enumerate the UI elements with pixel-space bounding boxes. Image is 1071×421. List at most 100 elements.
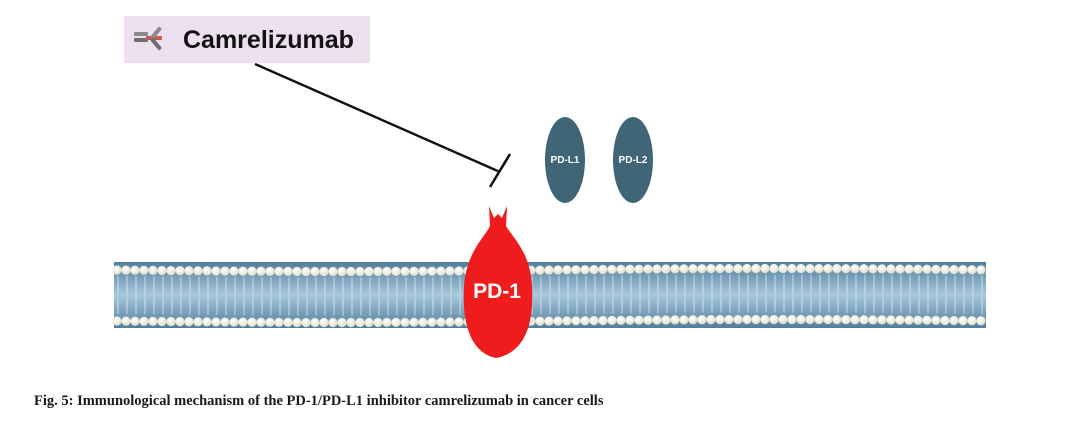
lipid-head [364,317,374,328]
lipid-head [688,315,698,325]
lipid-head [400,266,410,276]
lipid-head [832,264,842,274]
lipid-head [175,266,185,276]
lipid-head [913,315,923,325]
lipid-head [589,265,599,275]
lipid-head [427,266,437,276]
lipid-head [796,263,806,274]
lipid-head [760,263,770,274]
lipid-head [967,265,977,275]
lipid-head [733,263,743,274]
lipid-head [301,266,311,277]
lipid-head [652,315,662,325]
lipid-head [364,266,374,277]
lipid-head [877,264,887,274]
drug-label-box: Camrelizumab [124,16,370,63]
lipid-head [562,316,572,326]
antibody-icon [134,26,162,51]
lipid-head [112,316,122,326]
lipid-head [715,264,725,274]
lipid-heads-outer [112,263,986,277]
lipid-head [967,316,977,326]
lipid-head [832,315,842,325]
cell-membrane [112,262,986,328]
lipid-head [409,266,419,276]
lipid-head [661,315,671,325]
lipid-head [859,264,869,274]
lipid-head [814,314,824,325]
lipid-head [157,265,167,276]
lipid-head [670,315,680,325]
lipid-head [679,264,689,274]
lipid-head [220,317,230,327]
lipid-head [562,265,572,275]
lipid-head [382,317,392,328]
lipid-head [139,316,149,326]
lipid-head [661,264,671,274]
lipid-head [598,264,608,275]
lipid-head [949,264,959,275]
lipid-head [913,264,923,274]
lipid-head [256,266,266,276]
lipid-head [940,315,950,326]
lipid-head [355,266,365,277]
lipid-head [337,317,347,328]
lipid-head [391,317,401,327]
lipid-head [589,316,599,326]
drug-name: Camrelizumab [183,26,354,54]
lipid-head [922,264,932,274]
lipid-head [553,316,563,326]
lipid-head [544,265,554,275]
lipid-head [580,316,590,326]
lipid-head [724,263,734,274]
lipid-head [166,316,176,327]
lipid-head [787,314,797,325]
lipid-head [418,266,428,276]
lipid-head [211,266,221,276]
lipid-head [193,266,203,276]
lipid-head [139,265,149,275]
lipid-head [112,265,122,275]
lipid-head [409,317,419,327]
lipid-head [706,315,716,325]
lipid-head [328,266,338,277]
lipid-head [580,265,590,275]
lipid-head [274,317,284,327]
lipid-head [274,266,284,276]
lipid-head [850,264,860,274]
lipid-head [148,316,158,326]
lipid-head [220,266,230,276]
lipid-head [697,315,707,325]
lipid-head [715,315,725,325]
lipid-head [958,316,968,326]
lipid-head [778,263,788,274]
inhibition-arrow [254,62,512,188]
lipid-head [805,263,815,274]
lipid-head [940,264,950,275]
lipid-head [922,315,932,325]
lipid-head [679,315,689,325]
lipid-head [751,263,761,274]
lipid-head [247,317,257,327]
pdl1-label: PD-L1 [551,155,580,166]
lipid-head [553,265,563,275]
lipid-head [283,266,293,277]
lipid-head [859,315,869,325]
lipid-head [400,317,410,327]
lipid-head [535,316,545,326]
lipid-head [436,266,446,276]
lipid-head [571,265,581,275]
lipid-head [211,317,221,327]
lipid-head [733,314,743,325]
lipid-head [931,264,941,274]
lipid-head [427,317,437,327]
lipid-heads-inner [112,314,986,328]
pd1-receptor: PD-1 [463,206,533,358]
lipid-head [796,314,806,325]
lipid-head [643,315,653,325]
lipid-head [382,266,392,277]
lipid-head [706,264,716,274]
lipid-head [292,317,302,328]
lipid-head [265,266,275,276]
lipid-head [949,315,959,326]
